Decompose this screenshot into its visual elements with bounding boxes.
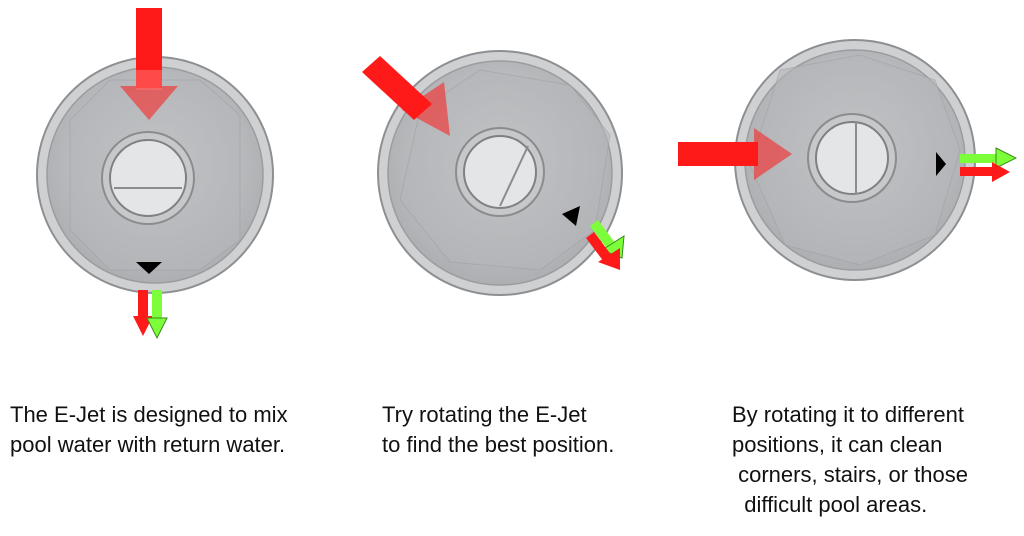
inflow-arrow <box>362 56 450 136</box>
caption-1: The E-Jet is designed to mix pool water … <box>10 400 288 460</box>
inflow-arrow <box>120 8 178 120</box>
ejet-diagram-1 <box>36 8 274 340</box>
direction-marker <box>136 262 162 274</box>
ejet-diagram-3 <box>678 39 1018 281</box>
panel-3: By rotating it to different positions, i… <box>670 0 1024 536</box>
outflow-arrows <box>133 290 168 340</box>
caption-2: Try rotating the E-Jet to find the best … <box>382 400 614 460</box>
outflow-arrows <box>586 220 625 270</box>
caption-line: difficult pool areas. <box>732 492 928 517</box>
caption-line: corners, stairs, or those <box>732 462 968 487</box>
ejet-body <box>36 56 274 294</box>
caption-line: to find the best position. <box>382 432 615 457</box>
direction-marker <box>936 152 946 176</box>
panel-2: Try rotating the E-Jet to find the best … <box>340 0 660 536</box>
ejet-body <box>377 50 623 296</box>
caption-line: pool water with return water. <box>10 432 286 457</box>
ejet-body <box>734 39 976 281</box>
caption-3: By rotating it to different positions, i… <box>732 400 968 520</box>
caption-line: By rotating it to different <box>732 402 964 427</box>
outflow-arrows <box>960 147 1018 182</box>
caption-line: positions, it can clean <box>732 432 943 457</box>
panel-1: The E-Jet is designed to mix pool water … <box>0 0 330 536</box>
ejet-diagram-2 <box>362 50 625 296</box>
caption-line: Try rotating the E-Jet <box>382 402 587 427</box>
inflow-arrow <box>678 128 792 180</box>
caption-line: The E-Jet is designed to mix <box>10 402 288 427</box>
direction-marker <box>562 206 580 226</box>
